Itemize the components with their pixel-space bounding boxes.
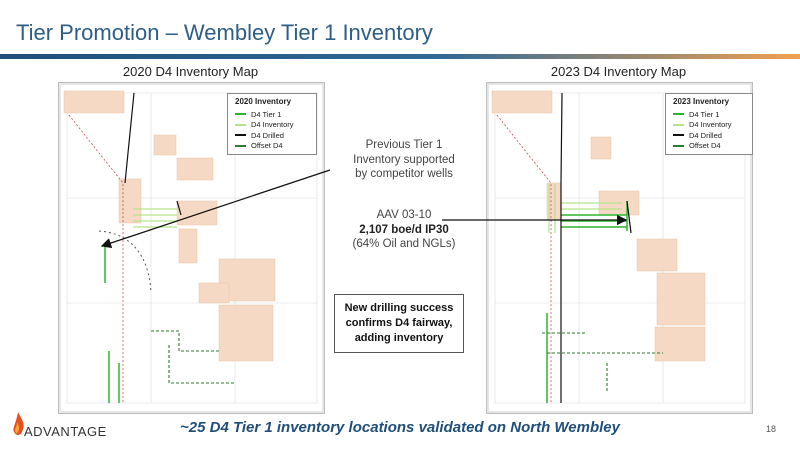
line-swatch-icon [673,113,684,116]
legend-label: D4 Drilled [251,130,284,140]
slide-title: Tier Promotion – Wembley Tier 1 Inventor… [16,20,433,45]
note-line: New drilling success [344,302,454,314]
well-rate-value: 2,107 boe/d IP30 [359,223,449,236]
note-line: confirms D4 fairway, [345,317,453,329]
line-swatch-icon [673,134,684,137]
well-mix: (64% Oil and NGLs) [352,238,456,250]
line-swatch-icon [235,144,246,147]
callout-line: Inventory supported [353,153,455,166]
previous-tier1-callout: Previous Tier 1 Inventory supported by c… [334,138,474,182]
legend-item-inventory: D4 Inventory [671,120,747,131]
map-graphic-2023 [491,90,746,404]
legend-label: D4 Tier 1 [689,109,720,119]
line-swatch-icon [235,134,246,137]
legend-label: D4 Tier 1 [251,109,282,119]
legend-item-drilled: D4 Drilled [233,130,311,141]
legend-label: Offset D4 [689,141,721,151]
well-name: AAV 03-10 [376,209,432,221]
map-heading-2020: 2020 D4 Inventory Map [122,64,259,79]
page-number: 18 [765,424,776,434]
callout-line: Previous Tier 1 [365,139,443,151]
legend-item-inventory: D4 Inventory [233,120,311,131]
legend-item-offset: Offset D4 [233,141,311,152]
line-swatch-icon [673,144,684,147]
callout-line: by competitor wells [355,168,453,180]
note-line: adding inventory [354,332,444,344]
legend-2020: 2020 Inventory D4 Tier 1 D4 Inventory D4… [227,93,317,155]
legend-item-drilled: D4 Drilled [671,130,747,141]
legend-item-tier1: D4 Tier 1 [671,109,747,120]
company-logo: ADVANTAGE [6,408,146,448]
legend-label: D4 Inventory [689,120,732,130]
legend-label: D4 Inventory [251,120,294,130]
flame-icon [13,412,24,435]
inventory-map-2020: 2020 Inventory D4 Tier 1 D4 Inventory D4… [58,82,325,414]
legend-item-offset: Offset D4 [671,141,747,152]
line-swatch-icon [673,123,684,126]
logo-wordmark: ADVANTAGE [24,424,107,439]
title-rule [0,54,800,59]
well-rate: 2,107 boe/d IP30 [334,223,474,238]
drilling-success-note: New drilling success confirms D4 fairway… [334,294,464,353]
legend-label: D4 Drilled [689,130,722,140]
legend-label: Offset D4 [251,141,283,151]
footer-note: ~25 D4 Tier 1 inventory locations valida… [180,419,620,436]
inventory-map-2023: 2023 Inventory D4 Tier 1 D4 Inventory D4… [486,82,753,414]
legend-title: 2020 Inventory [235,97,292,106]
line-swatch-icon [235,113,246,116]
legend-2023: 2023 Inventory D4 Tier 1 D4 Inventory D4… [665,93,753,155]
legend-item-tier1: D4 Tier 1 [233,109,311,120]
map-heading-2023: 2023 D4 Inventory Map [550,64,687,79]
well-result-callout: AAV 03-10 2,107 boe/d IP30 (64% Oil and … [334,208,474,252]
line-swatch-icon [235,123,246,126]
legend-title: 2023 Inventory [673,97,730,106]
